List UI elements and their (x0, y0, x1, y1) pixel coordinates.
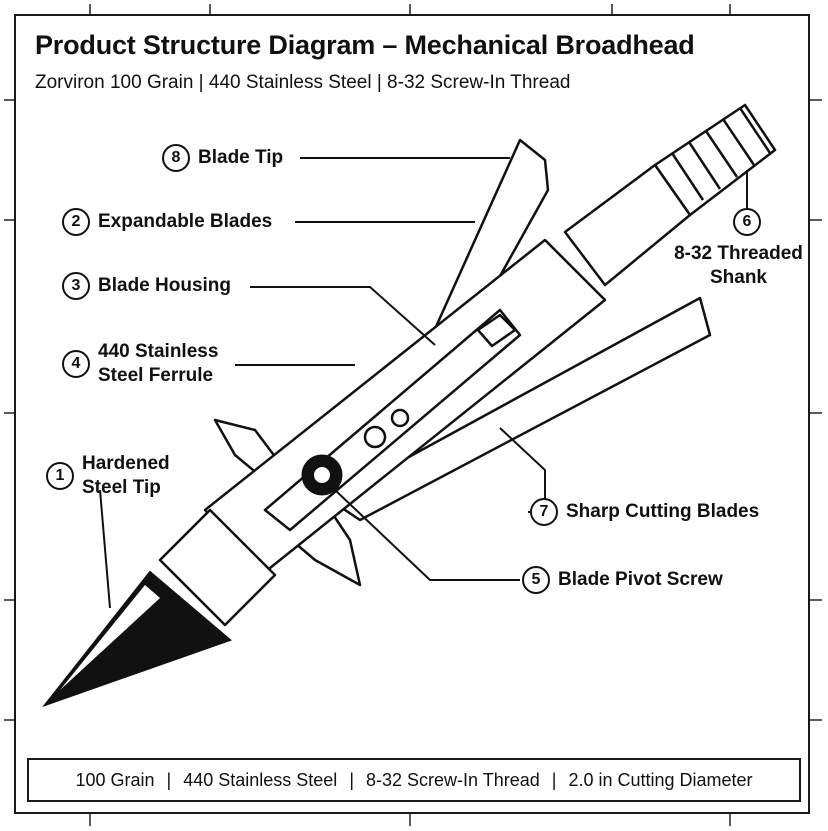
callout-ferrule: 4 440 Stainless Steel Ferrule (62, 340, 218, 388)
callout-label: Sharp Cutting Blades (566, 501, 760, 522)
spec-bar: 100 Grain | 440 Stainless Steel | 8-32 S… (27, 758, 801, 802)
tip-collar (158, 508, 277, 627)
diagram-title: Product Structure Diagram – Mechanical B… (35, 30, 695, 60)
tip-highlight (60, 585, 160, 690)
spec-weight: 100 Grain (75, 769, 155, 790)
callout-label: 440 Stainless Steel Ferrule (98, 341, 219, 386)
callout-number: 7 (530, 498, 558, 526)
callout-number: 3 (62, 272, 90, 300)
callout-cutting-blades: 7 Sharp Cutting Blades (530, 498, 759, 526)
vent-hole (390, 408, 410, 428)
shank-collar (563, 163, 692, 287)
vent-hole (363, 425, 387, 449)
diagram-subtitle: Zorviron 100 Grain | 440 Stainless Steel… (35, 72, 571, 93)
callout-expandable-blades: 2 Expandable Blades (62, 208, 272, 236)
spec-diameter: 2.0 in Cutting Diameter (568, 769, 753, 790)
callout-threaded-shank-label: 8-32 Threaded Shank (674, 243, 803, 288)
pivot-screw-center (312, 465, 332, 485)
callout-label: Hardened Steel Tip (82, 453, 170, 498)
frame-tick-marks (4, 4, 822, 826)
callout-label: Expandable Blades (98, 211, 273, 232)
callout-threaded-shank-number: 6 (733, 208, 761, 236)
leader-3 (250, 286, 436, 346)
callout-label: Blade Tip (198, 147, 284, 168)
hardened-steel-tip (42, 570, 232, 708)
spec-separator: | (166, 769, 172, 790)
lower-cutting-blade (328, 296, 712, 522)
leader-1 (99, 489, 111, 609)
callout-label: Blade Housing (98, 275, 232, 296)
callout-blade-tip: 8 Blade Tip (162, 144, 283, 172)
callout-blade-housing: 3 Blade Housing (62, 272, 231, 300)
callout-label: Blade Pivot Screw (558, 569, 723, 590)
callout-number: 1 (46, 462, 74, 490)
callout-number: 4 (62, 350, 90, 378)
spec-separator: | (551, 769, 557, 790)
spec-separator: | (349, 769, 354, 790)
callout-number: 8 (162, 144, 190, 172)
spec-thread: 8-32 Screw-In Thread (366, 769, 540, 790)
callout-number: 2 (62, 208, 90, 236)
blade-slot (476, 313, 517, 348)
callout-pivot-screw: 5 Blade Pivot Screw (522, 566, 723, 594)
callout-number: 6 (733, 208, 761, 236)
leader-5 (334, 489, 520, 581)
spec-material: 440 Stainless Steel (183, 769, 338, 790)
callout-number: 5 (522, 566, 550, 594)
callout-hardened-tip: 1 Hardened Steel Tip (46, 452, 170, 500)
leader-lines (99, 157, 748, 609)
